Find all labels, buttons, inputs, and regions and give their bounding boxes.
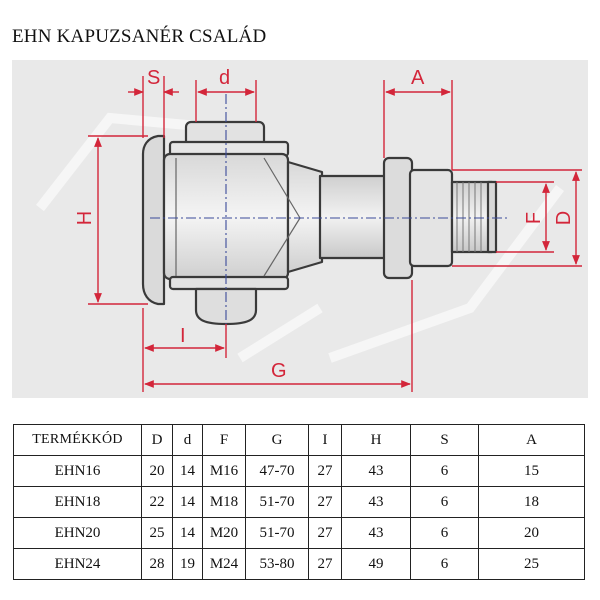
cell-i: 27	[308, 486, 342, 518]
header-f: F	[202, 424, 246, 456]
table-row: EHN16 20 14 M16 47-70 27 43 6 15	[13, 455, 585, 487]
header-d-small: d	[172, 424, 203, 456]
cell-f: M18	[202, 486, 246, 518]
cell-code: EHN24	[13, 548, 142, 580]
cell-g: 47-70	[245, 455, 309, 487]
label-i: I	[180, 325, 186, 347]
cell-d-large: 28	[141, 548, 173, 580]
cell-g: 53-80	[245, 548, 309, 580]
cell-f: M16	[202, 455, 246, 487]
cell-g: 51-70	[245, 517, 309, 549]
cell-h: 43	[341, 517, 411, 549]
label-f: F	[523, 212, 545, 224]
cell-a: 18	[478, 486, 585, 518]
header-a: A	[478, 424, 585, 456]
label-g: G	[271, 360, 287, 382]
table-header-row: TERMÉKKÓD D d F G I H S A	[13, 424, 585, 456]
smooth-shaft	[318, 174, 388, 260]
spec-table: TERMÉKKÓD D d F G I H S A EHN16 20 14 M1…	[13, 424, 585, 580]
cell-d-large: 20	[141, 455, 173, 487]
dimension-labels: S d A H F D I G	[74, 67, 575, 382]
label-d-large: D	[553, 211, 575, 225]
cell-i: 27	[308, 548, 342, 580]
cell-s: 6	[410, 548, 479, 580]
page-title: EHN KAPUZSANÉR CSALÁD	[12, 26, 267, 47]
cell-i: 27	[308, 517, 342, 549]
cell-g: 51-70	[245, 486, 309, 518]
cell-h: 43	[341, 486, 411, 518]
header-d-large: D	[141, 424, 173, 456]
cell-code: EHN16	[13, 455, 142, 487]
cell-h: 49	[341, 548, 411, 580]
center-lines	[150, 94, 510, 330]
cell-d-large: 22	[141, 486, 173, 518]
cell-s: 6	[410, 517, 479, 549]
header-s: S	[410, 424, 479, 456]
cell-code: EHN18	[13, 486, 142, 518]
header-g: G	[245, 424, 309, 456]
header-i: I	[308, 424, 342, 456]
table-row: EHN20 25 14 M20 51-70 27 43 6 20	[13, 517, 585, 549]
cell-a: 25	[478, 548, 585, 580]
label-d-small: d	[219, 67, 230, 89]
label-h: H	[74, 211, 96, 225]
body-neck	[286, 160, 324, 274]
label-s: S	[147, 67, 160, 89]
table-row: EHN24 28 19 M24 53-80 27 49 6 25	[13, 548, 585, 580]
cell-d-small: 14	[172, 486, 203, 518]
body-details	[175, 157, 301, 277]
cell-s: 6	[410, 455, 479, 487]
cell-f: M20	[202, 517, 246, 549]
technical-drawing: S d A H F D I G	[12, 60, 588, 398]
header-termekkod: TERMÉKKÓD	[13, 424, 142, 456]
thread-hatching	[456, 182, 482, 252]
cell-i: 27	[308, 455, 342, 487]
thread-end	[486, 180, 498, 254]
header-h: H	[341, 424, 411, 456]
cell-h: 43	[341, 455, 411, 487]
cell-code: EHN20	[13, 517, 142, 549]
threaded-shaft	[450, 180, 494, 254]
cell-f: M24	[202, 548, 246, 580]
cell-d-small: 14	[172, 455, 203, 487]
side-plate	[141, 134, 166, 306]
table-row: EHN18 22 14 M18 51-70 27 43 6 18	[13, 486, 585, 518]
dimension-lines	[88, 76, 582, 392]
cell-d-small: 14	[172, 517, 203, 549]
label-a: A	[411, 67, 425, 89]
cell-d-large: 25	[141, 517, 173, 549]
cell-d-small: 19	[172, 548, 203, 580]
cell-s: 6	[410, 486, 479, 518]
background-watermark	[36, 112, 564, 363]
cell-a: 20	[478, 517, 585, 549]
cell-a: 15	[478, 455, 585, 487]
bottom-collar	[168, 275, 290, 291]
